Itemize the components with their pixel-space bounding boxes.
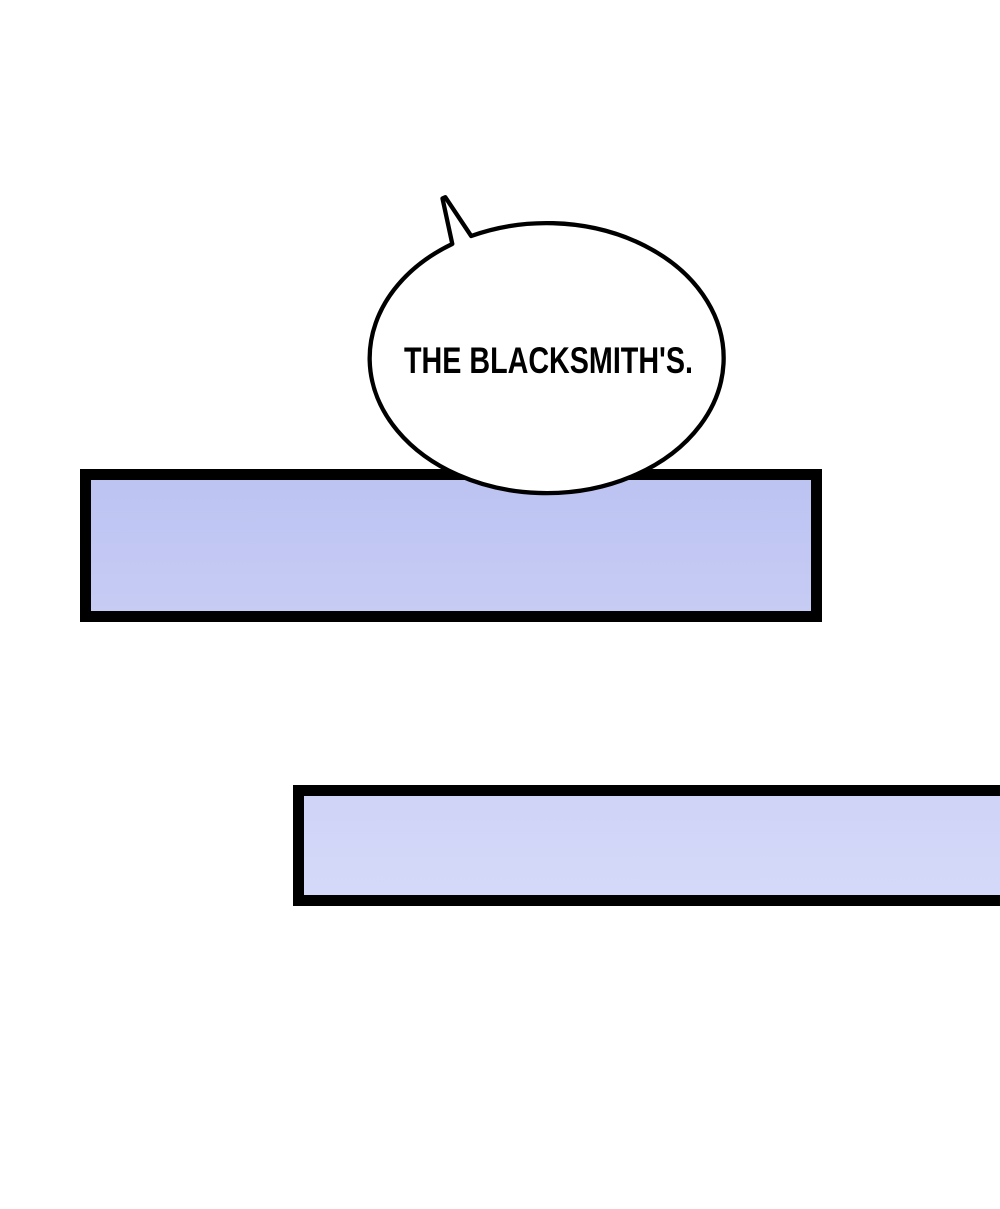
svg-text:THE BLACKSMITH'S.: THE BLACKSMITH'S. [404,339,693,381]
